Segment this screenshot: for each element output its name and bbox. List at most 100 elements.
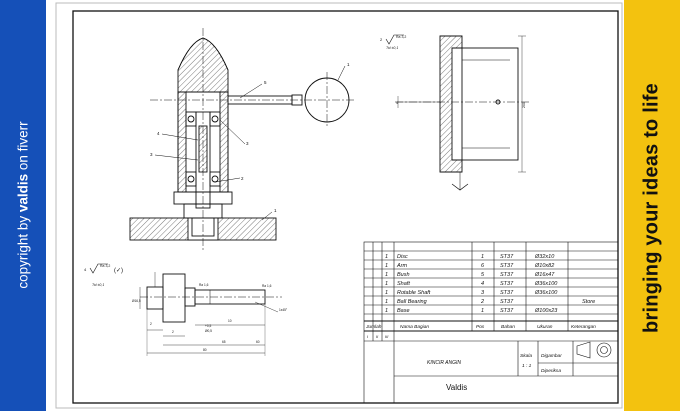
table-cell: ST37 — [500, 272, 514, 278]
disc-view-annotations: 2 Ra 3,2 Tol ±0,1 200 4 — [380, 34, 526, 108]
table-cell: Ø10x82 — [534, 263, 554, 269]
part-number: 2 — [380, 37, 383, 42]
left-banner: copyright by valdis on fiverr — [0, 0, 46, 411]
projection-symbol-icon — [576, 341, 612, 359]
parts-list-rows: 1 Disc 1 ST37 Ø32x10 1 Arm 6 ST37 Ø10x82… — [385, 254, 595, 314]
table-row: 1 Base 1 ST37 Ø100x23 — [385, 308, 558, 314]
dimension-value: 4 — [396, 101, 398, 105]
table-cell: Ø36x100 — [534, 290, 558, 296]
shaft-detail-view — [139, 272, 282, 356]
balloon-labels: 5 1 4 3 3 2 1 — [150, 62, 350, 213]
balloon-label: 3 — [150, 152, 153, 157]
table-cell: Ø32x10 — [534, 254, 555, 260]
table-cell: Disc — [397, 254, 408, 260]
table-cell: 1 — [385, 263, 388, 269]
surface-finish: Ra 3,2 — [100, 264, 110, 268]
header-cell: Pos — [476, 324, 485, 330]
table-cell: Ball Bearing — [397, 299, 428, 305]
balloon-label: 2 — [241, 176, 244, 181]
title-block: KINCIR ANGIN Skala 1 : 1 Digambar Diperi… — [427, 353, 562, 392]
revision-cell: I — [367, 334, 369, 339]
table-cell: Bush — [397, 272, 410, 278]
balloon-label: 1 — [274, 208, 277, 213]
surface-finish: Ra 1,6 — [199, 283, 209, 287]
tolerance-value: Ø0,5 — [205, 329, 212, 333]
tagline-text: bringing your ideas to life — [640, 83, 663, 333]
table-cell: 3 — [481, 290, 485, 296]
header-cell: Jumlah — [365, 324, 382, 330]
header-cell: Ukuran — [537, 324, 553, 330]
table-cell: Ø100x23 — [534, 308, 558, 314]
part-number: 4 — [84, 267, 87, 272]
table-cell: ST37 — [500, 254, 514, 260]
dimension-value: 65 — [222, 340, 226, 344]
table-cell: Base — [397, 308, 410, 314]
chamfer-note: 1x45° — [279, 308, 288, 312]
drawing-border — [72, 10, 619, 404]
balloon-label: 5 — [264, 80, 267, 85]
table-cell: 2 — [480, 299, 484, 305]
table-cell: 4 — [481, 281, 484, 287]
drawing-sheet: 5 1 4 3 3 2 1 2 Ra 3,2 Tol ±0,1 200 4 — [52, 0, 624, 411]
table-cell: Arm — [396, 263, 408, 269]
balloon-label: 3 — [246, 141, 249, 146]
technical-drawing: 5 1 4 3 3 2 1 2 Ra 3,2 Tol ±0,1 200 4 — [55, 2, 623, 409]
surface-finish: Ra 3,2 — [396, 35, 406, 39]
revision-cell: III — [385, 334, 389, 339]
copyright-text: copyright by valdis on fiverr — [15, 121, 31, 289]
dimension-value: 60 — [256, 340, 260, 344]
table-cell: Ø16x47 — [534, 272, 555, 278]
table-row: 1 Arm 6 ST37 Ø10x82 — [385, 263, 554, 269]
dimension-value: 2 — [172, 330, 174, 334]
table-cell: 1 — [385, 281, 388, 287]
table-cell: ST37 — [500, 281, 514, 287]
table-row: 1 Shaft 4 ST37 Ø36x100 — [385, 281, 558, 287]
right-banner — [624, 0, 680, 411]
table-cell: 1 — [385, 254, 388, 260]
dimension-value: 2 — [150, 322, 152, 326]
scale-value: 1 : 1 — [522, 363, 532, 369]
table-row: 1 Bush 5 ST37 Ø16x47 — [385, 272, 555, 278]
surface-finish-check: (✓) — [114, 268, 123, 274]
author-name: Valdis — [446, 383, 467, 392]
table-cell: 1 — [385, 272, 388, 278]
table-row: 1 Rotable Shaft 3 ST37 Ø36x100 — [385, 290, 558, 296]
dimension-value: 10 — [228, 319, 232, 323]
tolerance-note: Tol ±0,1 — [386, 46, 398, 50]
drawing-title: KINCIR ANGIN — [427, 360, 461, 366]
disc-section-view — [395, 35, 530, 191]
table-cell: 1 — [385, 308, 388, 314]
table-cell: Store — [582, 299, 595, 305]
parts-list-table — [363, 241, 619, 404]
table-cell: 1 — [481, 308, 484, 314]
table-cell: Rotable Shaft — [397, 290, 431, 296]
surface-finish: Ra 1,6 — [262, 284, 272, 288]
tolerance-note: Tol ±0,1 — [92, 283, 104, 287]
header-cell: Nama Bagian — [400, 324, 429, 330]
checked-by-label: Diperiksa — [541, 368, 561, 374]
table-cell: 6 — [481, 263, 485, 269]
balloon-label: 1 — [347, 62, 350, 67]
table-cell: 1 — [385, 290, 388, 296]
assembly-view — [129, 28, 355, 250]
scale-label: Skala — [520, 353, 532, 359]
table-row: 1 Disc 1 ST37 Ø32x10 — [385, 254, 555, 260]
tolerance-value: +0,5 — [205, 324, 212, 328]
drawn-by-label: Digambar — [541, 353, 562, 359]
revision-cell: II — [376, 334, 379, 339]
table-cell: ST37 — [500, 308, 514, 314]
table-cell: ST37 — [500, 299, 514, 305]
header-cell: Bahan — [501, 324, 515, 330]
table-cell: Shaft — [397, 281, 410, 287]
dimension-value: 80 — [203, 348, 207, 352]
header-cell: Keterangan — [571, 324, 596, 330]
table-cell: 1 — [481, 254, 484, 260]
table-cell: 5 — [481, 272, 485, 278]
balloon-label: 4 — [157, 131, 160, 136]
table-cell: Ø36x100 — [534, 281, 558, 287]
table-row: 1 Ball Bearing 2 ST37 Store — [385, 299, 595, 305]
table-cell: ST37 — [500, 263, 514, 269]
dimension-value: 200 — [522, 102, 526, 108]
table-header: Jumlah Nama Bagian Pos Bahan Ukuran Kete… — [365, 324, 596, 339]
shaft-annotations: 4 Ra 3,2 (✓) Tol ±0,1 Ra 1,6 Ra 1,6 Ø16,… — [84, 263, 288, 352]
